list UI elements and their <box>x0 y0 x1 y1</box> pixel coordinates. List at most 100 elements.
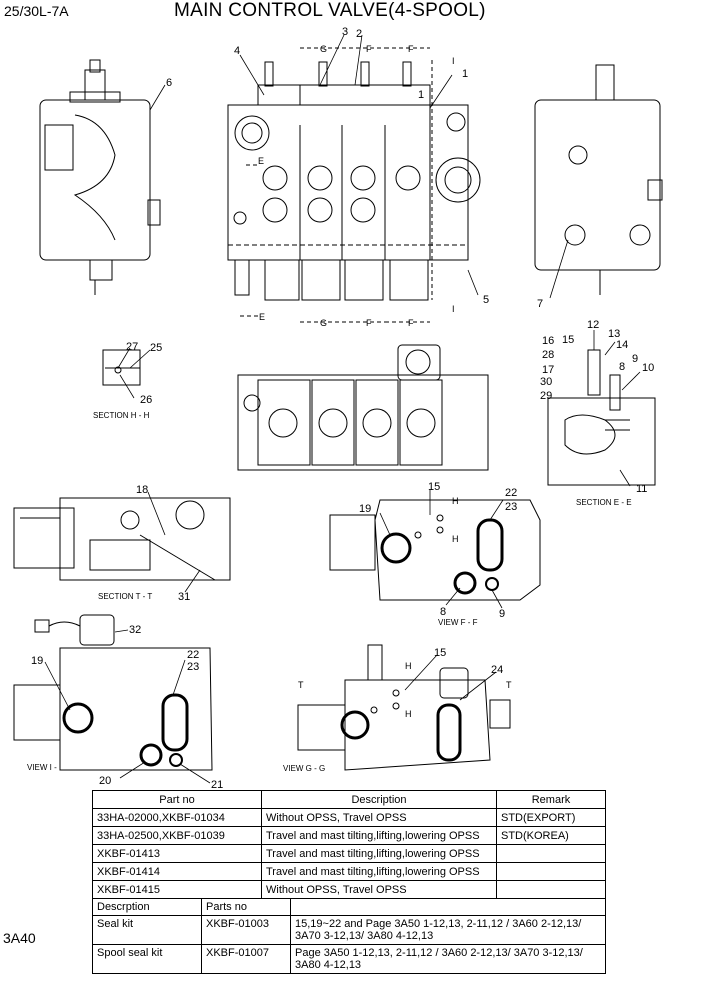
callout-12: 12 <box>587 319 599 331</box>
cell-part-no: 33HA-02500,XKBF-01039 <box>92 826 262 845</box>
cell-description: Travel and mast tilting,lifting,lowering… <box>261 844 497 863</box>
callout-26: 26 <box>140 394 152 406</box>
cell-kit-parts-no: XKBF-01007 <box>201 944 291 974</box>
section-ee-drawing <box>547 349 656 486</box>
cut-mark-g2: G <box>320 318 327 328</box>
callout-30: 30 <box>540 376 552 388</box>
cell-part-no: XKBF-01415 <box>92 880 262 899</box>
callout-21: 21 <box>211 779 223 791</box>
cut-mark-e2: E <box>259 312 265 322</box>
callout-15c: 15 <box>434 647 446 659</box>
parts-col-remark: Remark <box>496 790 606 809</box>
parts-table-header: Part no Description Remark <box>92 790 606 809</box>
view-ff-drawing <box>329 499 541 601</box>
section-tt-drawing <box>13 497 231 581</box>
view-ii-drawing <box>13 647 213 771</box>
callout-25: 25 <box>150 342 162 354</box>
callout-3: 3 <box>342 26 348 38</box>
callout-20: 20 <box>99 775 111 787</box>
cell-description: Travel and mast tilting,lifting,lowering… <box>261 826 497 845</box>
solenoid-32-drawing <box>34 614 115 646</box>
caption-section-ee: SECTION E - E <box>576 498 632 507</box>
callout-numbers: 1 1 2 3 4 5 6 7 8 9 10 11 12 13 14 15 16… <box>31 26 654 791</box>
callout-6: 6 <box>166 77 172 89</box>
table-row: XKBF-01415 Without OPSS, Travel OPSS <box>92 880 606 899</box>
parts-table: Part no Description Remark 33HA-02000,XK… <box>92 790 606 899</box>
cut-mark-f2: F <box>366 318 372 328</box>
cell-description: Travel and mast tilting,lifting,lowering… <box>261 862 497 881</box>
view-gg-drawing <box>297 644 511 771</box>
table-row: 33HA-02500,XKBF-01039 Travel and mast ti… <box>92 826 606 845</box>
cut-mark-i2: I <box>452 304 455 314</box>
cut-mark-h3: H <box>405 661 412 671</box>
cell-kit-parts-no: XKBF-01003 <box>201 915 291 945</box>
front-view-4spool <box>227 61 481 301</box>
callout-18: 18 <box>136 484 148 496</box>
callout-23b: 23 <box>187 661 199 673</box>
cell-remark: STD(EXPORT) <box>496 808 606 827</box>
parts-col-part-no: Part no <box>92 790 262 809</box>
model-label: 25/30L-7A <box>4 3 69 19</box>
callout-27: 27 <box>126 341 138 353</box>
caption-view-ff: VIEW F - F <box>438 618 478 627</box>
caption-section-hh: SECTION H - H <box>93 411 150 420</box>
callout-10: 10 <box>642 362 654 374</box>
callout-31: 31 <box>178 591 190 603</box>
table-row: Spool seal kit XKBF-01007 Page 3A50 1-12… <box>92 944 606 974</box>
callout-22b: 22 <box>187 649 199 661</box>
kits-col-description: Descrption <box>92 898 202 916</box>
caption-section-tt: SECTION T - T <box>98 592 152 601</box>
page-code: 3A40 <box>3 930 36 946</box>
table-row: XKBF-01413 Travel and mast tilting,lifti… <box>92 844 606 863</box>
cut-mark-h4: H <box>405 709 412 719</box>
callout-8b: 8 <box>440 606 446 618</box>
callout-9b: 9 <box>499 608 505 620</box>
leader-lines <box>44 34 641 784</box>
callout-5: 5 <box>483 294 489 306</box>
cut-mark-i: I <box>452 56 455 66</box>
side-view-right <box>534 64 663 295</box>
callout-22: 22 <box>505 487 517 499</box>
cut-mark-f3: F <box>408 44 414 54</box>
callout-13: 13 <box>608 328 620 340</box>
cell-remark <box>496 862 606 881</box>
kits-table: Descrption Parts no Seal kit XKBF-01003 … <box>92 898 606 974</box>
callout-24: 24 <box>491 664 503 676</box>
callout-23: 23 <box>505 501 517 513</box>
cell-kit-description: Spool seal kit <box>92 944 202 974</box>
cut-mark-t2: T <box>506 680 512 690</box>
cut-mark-t: T <box>298 680 304 690</box>
cut-mark-e: E <box>258 156 264 166</box>
callout-32: 32 <box>129 624 141 636</box>
kits-col-parts-no: Parts no <box>201 898 291 916</box>
caption-view-ii: VIEW I - I <box>27 763 61 772</box>
side-view-left <box>39 59 161 295</box>
cell-description: Without OPSS, Travel OPSS <box>261 808 497 827</box>
cell-part-no: XKBF-01413 <box>92 844 262 863</box>
callout-19b: 19 <box>31 655 43 667</box>
cell-part-no: XKBF-01414 <box>92 862 262 881</box>
cell-kit-notes: Page 3A50 1-12,13, 2-11,12 / 3A60 2-12,1… <box>290 944 606 974</box>
callout-17: 17 <box>542 364 554 376</box>
callout-2: 2 <box>356 28 362 40</box>
cut-mark-letters: E E G G F F F F I I H H H H T T <box>258 44 512 719</box>
callout-19: 19 <box>359 503 371 515</box>
caption-view-gg: VIEW G - G <box>283 764 325 773</box>
callout-9: 9 <box>632 353 638 365</box>
cell-description: Without OPSS, Travel OPSS <box>261 880 497 899</box>
cell-remark <box>496 880 606 899</box>
table-row: Seal kit XKBF-01003 15,19~22 and Page 3A… <box>92 915 606 945</box>
cut-mark-h: H <box>452 496 459 506</box>
callout-15b: 15 <box>428 481 440 493</box>
callout-4: 4 <box>234 45 240 57</box>
table-row: XKBF-01414 Travel and mast tilting,lifti… <box>92 862 606 881</box>
section-hh-drawing <box>102 349 141 386</box>
callout-28: 28 <box>542 349 554 361</box>
kits-col-notes <box>290 898 606 916</box>
table-row: 33HA-02000,XKBF-01034 Without OPSS, Trav… <box>92 808 606 827</box>
callout-14: 14 <box>616 339 628 351</box>
callout-7: 7 <box>537 298 543 310</box>
section-captions: SECTION H - H SECTION E - E SECTION T - … <box>27 411 632 773</box>
callout-29: 29 <box>540 390 552 402</box>
